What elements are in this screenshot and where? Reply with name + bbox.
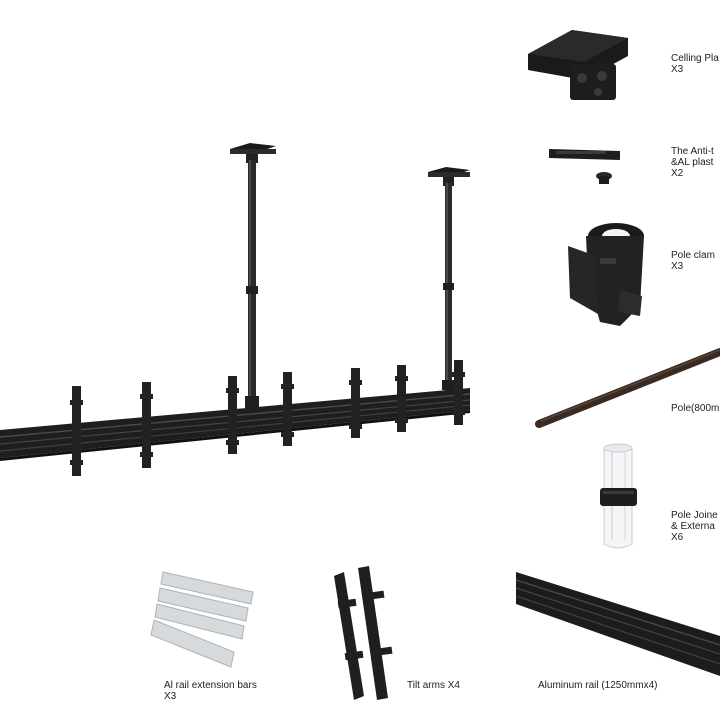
- part-name: Tilt arms X4: [407, 680, 460, 691]
- part-label-al-extension-bars: Al rail extension bars X3: [164, 680, 257, 702]
- pole-joiner-icon: [600, 443, 637, 549]
- part-name: Pole(800m: [671, 403, 720, 414]
- assembled-tilt-arms: [70, 360, 465, 476]
- part-label-pole-clamp: Pole clam X3: [671, 250, 715, 272]
- aluminum-rail-icon: [515, 572, 720, 676]
- ceiling-plate-icon: [528, 30, 628, 100]
- part-qty: X6: [671, 532, 684, 543]
- ceiling-pole-right: [428, 167, 470, 391]
- part-name: The Anti-t: [671, 146, 714, 157]
- part-name-line2: & Externa: [671, 521, 715, 532]
- part-qty: X3: [164, 691, 177, 702]
- pole-clamp-icon: [568, 223, 644, 326]
- part-qty: X2: [671, 168, 684, 179]
- anti-tilt-cover-icon: [549, 149, 620, 184]
- part-label-pole-joiner: Pole Joine & Externa X6: [671, 510, 718, 543]
- part-qty: X3: [671, 64, 684, 75]
- part-label-anti-tilt: The Anti-t &AL plast X2: [671, 146, 714, 179]
- part-name: Al rail extension bars: [164, 680, 257, 691]
- assembled-mount-illustration: [0, 143, 471, 476]
- part-label-pole: Pole(800m: [671, 403, 719, 414]
- part-label-tilt-arms: Tilt arms X4: [407, 680, 460, 691]
- pole-icon: [535, 348, 720, 428]
- al-rail-extension-bar-icon: [150, 571, 254, 668]
- part-qty: X3: [671, 261, 684, 272]
- part-name: Aluminum rail (1250mmx4): [538, 680, 658, 691]
- part-label-aluminum-rail: Aluminum rail (1250mmx4): [538, 680, 657, 691]
- ceiling-pole-left: [230, 143, 276, 410]
- part-name: Pole Joine: [671, 510, 718, 521]
- part-name: Celling Pla: [671, 53, 719, 64]
- part-name-line2: &AL plast: [671, 157, 714, 168]
- tilt-arm-icon: [334, 566, 393, 700]
- part-name: Pole clam: [671, 250, 715, 261]
- part-label-ceiling-plate: Celling Pla X3: [671, 53, 719, 75]
